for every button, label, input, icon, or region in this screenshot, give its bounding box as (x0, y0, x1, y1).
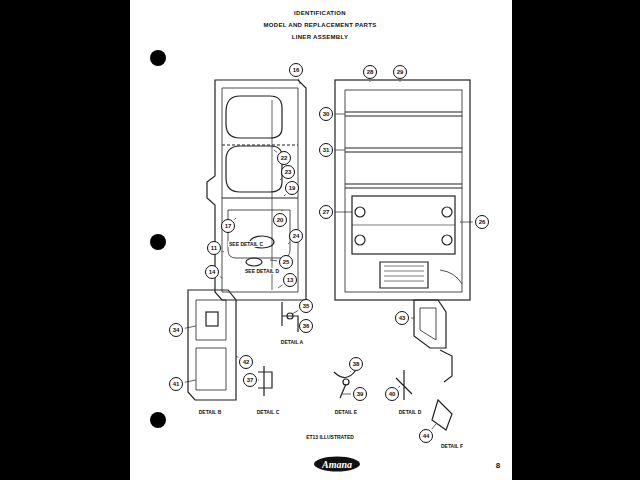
callout-number: 26 (475, 215, 489, 229)
leader-line (292, 310, 298, 314)
leader-line (220, 277, 222, 278)
callout-number: 25 (279, 255, 293, 269)
leader-line (460, 222, 473, 223)
heading-text: MODEL AND REPLACEMENT PARTS (264, 22, 377, 28)
page-number: 8 (496, 461, 500, 470)
detail-label: DETAIL F (440, 443, 464, 449)
leader-line (284, 194, 286, 196)
leader-line (288, 242, 290, 244)
leader-line (222, 251, 224, 253)
leader-line (335, 212, 352, 213)
detail-label: DETAIL D (398, 409, 423, 415)
callout-number: 42 (239, 355, 253, 369)
callout-number: 24 (289, 229, 303, 243)
leader-line (281, 210, 282, 211)
leader-line (398, 386, 400, 388)
leader-line (258, 380, 259, 381)
leader-line (236, 356, 238, 357)
callout-number: 38 (349, 357, 363, 371)
detail-label: DETAIL E (334, 409, 358, 415)
callout-number: 40 (385, 387, 399, 401)
illustration-caption: ET13 ILLUSTRATED (305, 434, 355, 440)
callout-number: 34 (169, 323, 183, 337)
detail-label: SEE DETAIL C (228, 241, 264, 247)
callout-number: 23 (281, 165, 295, 179)
leader-line (185, 326, 196, 328)
leader-line (185, 380, 196, 382)
detail-label: DETAIL C (256, 409, 281, 415)
callout-number: 37 (243, 373, 257, 387)
leader-line (400, 81, 401, 82)
callout-number: 22 (277, 151, 291, 165)
callout-number: 11 (207, 241, 221, 255)
callout-number: 16 (289, 63, 303, 77)
leader-line (297, 330, 298, 331)
callout-number: 35 (299, 299, 313, 313)
callout-number: 13 (283, 273, 297, 287)
leader-line (298, 79, 300, 84)
leader-line (432, 424, 436, 429)
callout-number: 19 (285, 181, 299, 195)
leader-line (342, 394, 351, 395)
callout-number: 17 (221, 219, 235, 233)
callout-number: 36 (299, 319, 313, 333)
leader-line (280, 178, 282, 180)
callout-number: 28 (363, 65, 377, 79)
callout-number: 43 (395, 311, 409, 325)
callout-number: 14 (205, 265, 219, 279)
detail-label: SEE DETAIL D (244, 268, 280, 274)
callout-number: 31 (319, 143, 333, 157)
callout-number: 20 (273, 213, 287, 227)
callout-number: 27 (319, 205, 333, 219)
callout-number: 30 (319, 107, 333, 121)
leader-line (278, 285, 283, 288)
heading-text: LINER ASSEMBLY (292, 34, 348, 40)
leader-line (274, 150, 277, 152)
callout-number: 29 (393, 65, 407, 79)
leader-line (350, 371, 352, 373)
brand-logo: Amana (314, 457, 360, 472)
callout-number: 39 (353, 387, 367, 401)
leader-line (335, 150, 345, 151)
leader-line (234, 218, 236, 220)
callout-number: 44 (419, 429, 433, 443)
leader-line (335, 114, 345, 115)
leader-line (411, 318, 414, 319)
detail-label: DETAIL B (198, 409, 223, 415)
leader-line (270, 260, 277, 262)
detail-label: DETAIL A (280, 339, 304, 345)
leader-line (370, 81, 371, 82)
callout-number: 41 (169, 377, 183, 391)
page-title: IDENTIFICATION (294, 10, 346, 16)
